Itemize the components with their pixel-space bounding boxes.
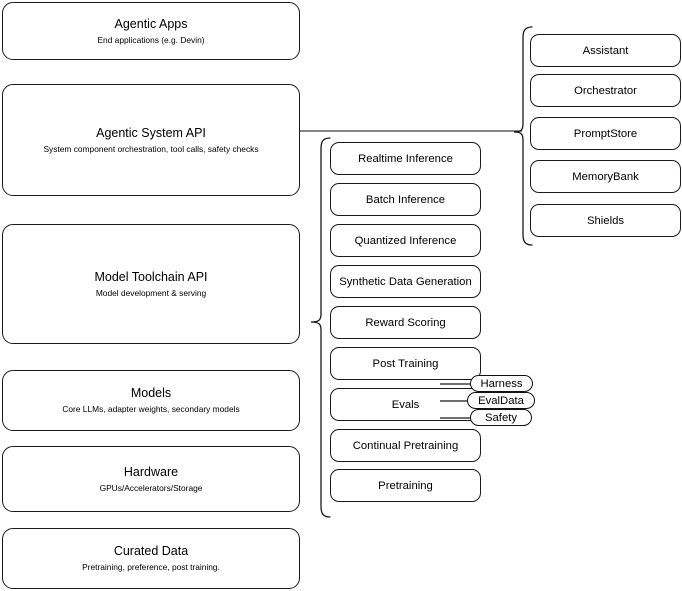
component-quantized-inference[interactable]: Quantized Inference: [330, 224, 481, 257]
component-post-training[interactable]: Post Training: [330, 347, 481, 380]
layer-title: Agentic System API: [96, 125, 206, 140]
system-components-brace: [513, 26, 533, 246]
layer-subtitle: Core LLMs, adapter weights, secondary mo…: [62, 404, 240, 414]
component-assistant[interactable]: Assistant: [530, 34, 681, 67]
eval-pill-safety[interactable]: Safety: [470, 409, 532, 426]
model-toolchain-brace: [310, 137, 331, 518]
eval-pill-evaldata[interactable]: EvalData: [467, 392, 535, 409]
component-pretraining[interactable]: Pretraining: [330, 469, 481, 502]
layer-subtitle: Model development & serving: [95, 287, 207, 298]
component-evals[interactable]: Evals: [330, 388, 481, 421]
layer-subtitle: System component orchestration, tool cal…: [43, 143, 259, 154]
layer-subtitle: Pretraining, preference, post training.: [82, 562, 220, 572]
eval-pill-connectors: [440, 383, 472, 419]
layer-title: Hardware: [123, 464, 179, 479]
layer-subtitle: GPUs/Accelerators/Storage: [99, 482, 203, 493]
stack-layer-models[interactable]: Models Core LLMs, adapter weights, secon…: [2, 370, 300, 431]
stack-layer-hardware[interactable]: Hardware GPUs/Accelerators/Storage: [2, 446, 300, 512]
component-reward-scoring[interactable]: Reward Scoring: [330, 306, 481, 339]
component-shields[interactable]: Shields: [530, 204, 681, 237]
stack-layer-curated-data[interactable]: Curated Data Pretraining, preference, po…: [2, 528, 300, 589]
agentic-system-api-connector: [300, 130, 522, 132]
component-orchestrator[interactable]: Orchestrator: [530, 74, 681, 107]
stack-layer-agentic-apps[interactable]: Agentic Apps End applications (e.g. Devi…: [2, 2, 300, 60]
stack-layer-agentic-system-api[interactable]: Agentic System API System component orch…: [2, 84, 300, 196]
component-memorybank[interactable]: MemoryBank: [530, 160, 681, 193]
layer-title: Agentic Apps: [114, 16, 188, 31]
component-batch-inference[interactable]: Batch Inference: [330, 183, 481, 216]
layer-title: Models: [130, 386, 172, 400]
component-promptstore[interactable]: PromptStore: [530, 117, 681, 150]
layer-title: Curated Data: [113, 544, 189, 558]
layer-title: Model Toolchain API: [94, 269, 208, 284]
component-continual-pretraining[interactable]: Continual Pretraining: [330, 429, 481, 462]
layer-subtitle: End applications (e.g. Devin): [97, 34, 205, 45]
component-realtime-inference[interactable]: Realtime Inference: [330, 142, 481, 175]
component-synthetic-data-generation[interactable]: Synthetic Data Generation: [330, 265, 481, 298]
eval-pill-harness[interactable]: Harness: [470, 375, 533, 392]
stack-layer-model-toolchain-api[interactable]: Model Toolchain API Model development & …: [2, 224, 300, 344]
